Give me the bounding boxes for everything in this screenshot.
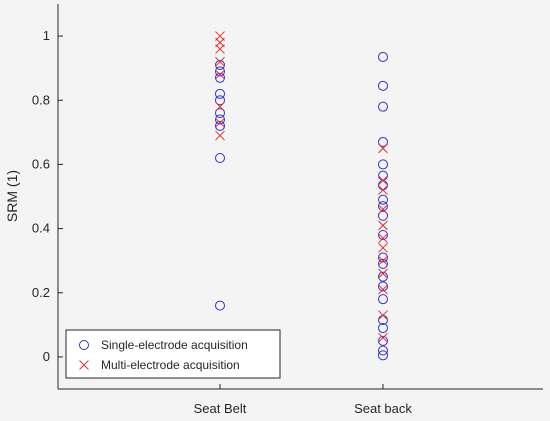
y-axis: 0 0.2 0.4 0.6 0.8 1 — [32, 4, 63, 389]
multi-electrode-point — [378, 310, 388, 321]
single-electrode-point — [215, 95, 225, 106]
x-tick-label: Seat Belt — [194, 401, 247, 416]
single-electrode-point — [378, 170, 388, 181]
multi-electrode-point — [215, 101, 225, 112]
single-electrode-point — [378, 345, 388, 356]
single-electrode-point — [378, 258, 388, 269]
single-electrode-point — [378, 230, 388, 240]
single-electrode-point — [378, 136, 388, 147]
single-electrode-point — [378, 335, 388, 346]
single-electrode-point — [215, 114, 225, 125]
multi-electrode-point — [378, 220, 388, 231]
single-electrode-point — [378, 350, 388, 361]
single-electrode-point — [378, 194, 388, 205]
single-electrode-point — [215, 72, 225, 83]
single-electrode-point — [378, 159, 388, 170]
multi-electrode-point — [378, 332, 388, 343]
x-axis: Seat Belt Seat back — [58, 384, 543, 416]
single-electrode-point — [378, 180, 388, 191]
multi-electrode-point — [378, 185, 388, 195]
multi-electrode-point — [378, 233, 388, 244]
legend-box — [65, 329, 281, 379]
single-electrode-point — [378, 323, 388, 334]
single-electrode-point — [215, 300, 225, 311]
legend-circle-marker — [79, 340, 89, 350]
single-electrode-point — [378, 80, 388, 91]
single-electrode-point — [378, 210, 388, 221]
legend: Single-electrode acquisitionMulti-electr… — [65, 329, 281, 379]
single-electrode-point — [215, 108, 225, 119]
multi-electrode-point — [378, 284, 388, 295]
multi-electrode-point — [215, 44, 225, 54]
y-tick-label: 0.8 — [32, 92, 50, 107]
multi-electrode-point — [378, 143, 388, 154]
single-electrode-point — [215, 88, 225, 99]
y-tick-label: 0.2 — [32, 285, 50, 300]
data-points — [215, 31, 388, 361]
multi-electrode-point — [215, 130, 225, 141]
multi-electrode-point — [215, 117, 225, 128]
multi-electrode-point — [215, 69, 225, 80]
single-electrode-point — [378, 101, 388, 112]
legend-x-marker — [79, 360, 89, 370]
y-tick-label: 0.6 — [32, 156, 50, 171]
multi-electrode-point — [215, 56, 225, 67]
multi-electrode-point — [378, 175, 388, 186]
single-electrode-point — [378, 201, 388, 212]
single-electrode-point — [215, 153, 225, 163]
single-electrode-point — [378, 281, 388, 292]
multi-electrode-point — [378, 268, 388, 279]
y-axis-label: SRM (1) — [4, 170, 20, 222]
single-electrode-point — [378, 271, 388, 282]
multi-electrode-point — [378, 242, 388, 253]
single-electrode-point — [378, 294, 388, 305]
single-electrode-point — [378, 51, 388, 62]
y-tick-label: 0 — [43, 349, 50, 364]
y-tick-label: 0.4 — [32, 221, 50, 236]
x-tick-label: Seat back — [354, 401, 412, 416]
single-electrode-point — [215, 120, 225, 131]
single-electrode-point — [215, 59, 225, 70]
multi-electrode-point — [378, 255, 388, 266]
multi-electrode-point — [378, 204, 388, 215]
legend-label: Multi-electrode acquisition — [101, 358, 240, 372]
single-electrode-point — [378, 252, 388, 263]
y-tick-label: 1 — [43, 28, 50, 43]
legend-label: Single-electrode acquisition — [101, 338, 248, 352]
single-electrode-point — [215, 66, 225, 77]
